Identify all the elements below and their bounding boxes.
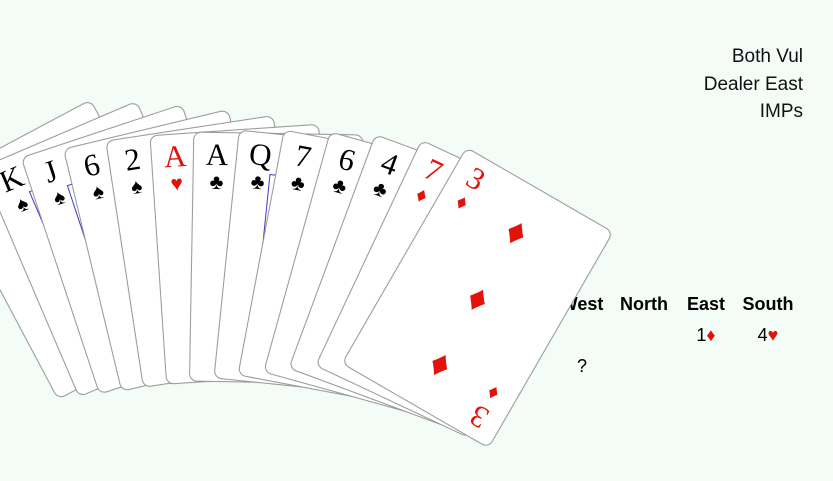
card-corner-index: 2♠ xyxy=(115,141,153,200)
diamond-icon: ♦ xyxy=(706,325,716,345)
bid-level: ? xyxy=(576,356,587,376)
card-corner-index: A♣ xyxy=(201,136,232,195)
bid-level: 4 xyxy=(757,325,768,345)
bid-west-pending[interactable]: ? xyxy=(551,356,613,377)
card-corner-index: A♥ xyxy=(158,138,192,197)
bidding-row: 1♦ 4♥ xyxy=(551,320,805,351)
bid-east: 1♦ xyxy=(675,325,737,346)
diamond-pip-icon: ♦ xyxy=(420,342,459,389)
header-south: South xyxy=(742,294,794,314)
deal-info: Both Vul Dealer East IMPs xyxy=(704,43,803,126)
club-icon: ♣ xyxy=(209,169,224,195)
diamond-pip-icon: ♦ xyxy=(497,209,536,256)
card-corner-index: 3♦ xyxy=(458,376,511,438)
card-rank: Q xyxy=(247,135,273,173)
bidding-table: West North East South 1♦ 4♥ ? xyxy=(551,289,805,382)
club-icon: ♣ xyxy=(289,169,308,196)
card-rank: 7 xyxy=(292,137,315,175)
scoring-label: IMPs xyxy=(759,101,803,122)
bidding-header-row: West North East South xyxy=(551,289,805,320)
card-rank: 6 xyxy=(79,145,103,184)
header-north: North xyxy=(620,294,668,314)
bid-level: 1 xyxy=(696,325,707,345)
bidding-row: ? xyxy=(551,351,805,382)
card-rank: A xyxy=(205,136,229,173)
spade-icon: ♠ xyxy=(129,174,144,200)
card-rank: A xyxy=(162,138,187,175)
heart-icon: ♥ xyxy=(767,325,779,345)
card-rank: 2 xyxy=(122,141,143,179)
bid-south: 4♥ xyxy=(737,325,799,346)
heart-icon: ♥ xyxy=(169,171,184,197)
diamond-pip-icon: ♦ xyxy=(458,276,497,323)
vulnerability-label: Both Vul xyxy=(731,46,803,67)
card-rank: 6 xyxy=(334,140,359,178)
header-east: East xyxy=(686,294,726,314)
dealer-label: Dealer East xyxy=(703,73,803,95)
